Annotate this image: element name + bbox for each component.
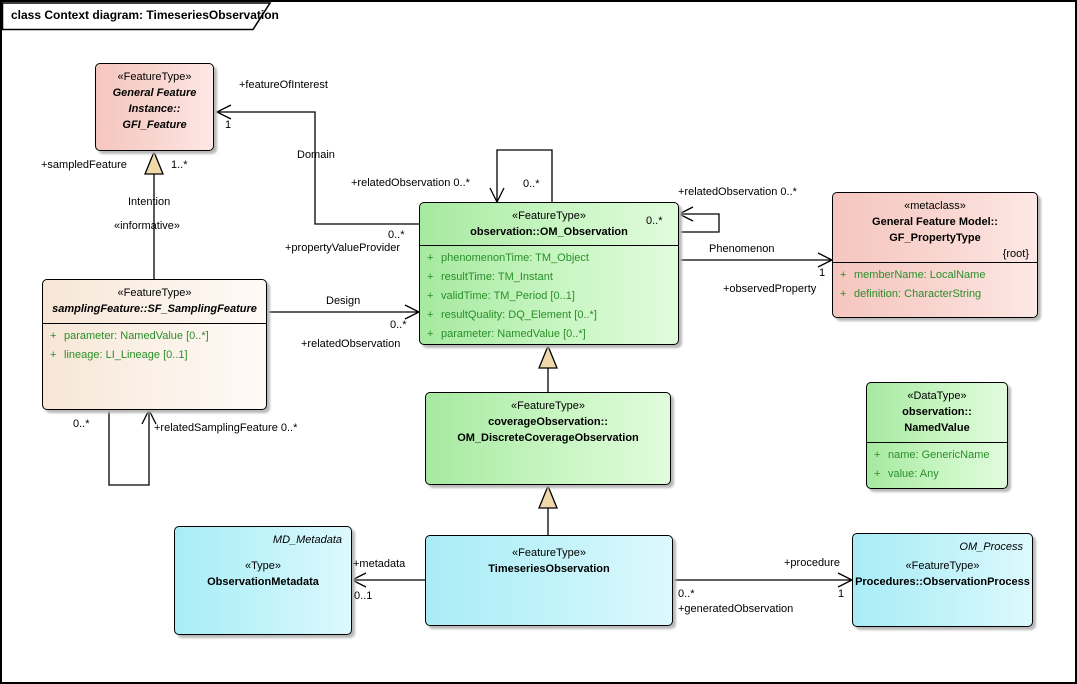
role-sampledfeature: +sampledFeature bbox=[41, 159, 127, 171]
class-name: TimeseriesObservation bbox=[488, 563, 610, 575]
featureofinterest-connector bbox=[215, 104, 419, 225]
mult-sampledfeature: 1..* bbox=[171, 159, 188, 171]
generalization-dco-om bbox=[538, 344, 558, 392]
class-name: OM_DiscreteCoverageObservation bbox=[457, 432, 639, 444]
stereotype-informative: «informative» bbox=[114, 220, 181, 232]
class-namedvalue[interactable]: «DataType» observation:: NamedValue + na… bbox=[866, 382, 1008, 489]
role-generatedobservation: +generatedObservation bbox=[678, 603, 794, 615]
class-name: NamedValue bbox=[904, 422, 970, 434]
attribute-compartment: + memberName: LocalName + definition: Ch… bbox=[833, 262, 1037, 304]
attribute-compartment: + name: GenericName + value: Any bbox=[867, 442, 1007, 484]
class-timeseriesobservation[interactable]: «FeatureType» TimeseriesObservation bbox=[425, 535, 673, 626]
role-procedure: +procedure bbox=[784, 557, 840, 569]
generalization-tso-dco bbox=[538, 484, 558, 535]
relatedsamplingfeature-self-loop bbox=[108, 408, 157, 486]
intention-connector bbox=[144, 150, 164, 279]
procedure-connector bbox=[673, 572, 854, 588]
class-sf-samplingfeature[interactable]: «FeatureType» samplingFeature::SF_Sampli… bbox=[42, 279, 267, 410]
mult-relatedobservation-top: 0..* bbox=[523, 178, 540, 190]
stereotype-label: «FeatureType» bbox=[512, 547, 586, 559]
attribute: + validTime: TM_Period [0..1] bbox=[427, 290, 575, 302]
relatedobservation-top-loop bbox=[489, 149, 553, 204]
parent-classifier-label: MD_Metadata bbox=[272, 534, 342, 546]
stereotype-label: «FeatureType» bbox=[512, 210, 586, 222]
role-relatedobservation-top: +relatedObservation 0..* bbox=[351, 177, 470, 189]
assoc-name-domain: Domain bbox=[297, 149, 335, 161]
mult-observedproperty: 1 bbox=[819, 267, 826, 279]
role-relatedsamplingfeature: +relatedSamplingFeature 0..* bbox=[154, 422, 298, 434]
assoc-name-intention: Intention bbox=[128, 196, 171, 208]
class-name: GFI_Feature bbox=[122, 119, 187, 131]
attribute: + name: GenericName bbox=[874, 449, 990, 461]
role-design-relatedobservation: +relatedObservation bbox=[301, 338, 401, 350]
class-om-observation[interactable]: «FeatureType» observation::OM_Observatio… bbox=[419, 202, 679, 345]
attribute: + value: Any bbox=[874, 468, 939, 480]
frame-title-tab bbox=[2, 2, 272, 31]
attribute: + definition: CharacterString bbox=[840, 288, 982, 300]
class-observationprocess[interactable]: OM_Process «FeatureType» Procedures::Obs… bbox=[852, 533, 1033, 627]
class-name: coverageObservation:: bbox=[488, 416, 608, 428]
attribute-compartment: + phenomenonTime: TM_Object + resultTime… bbox=[420, 245, 678, 344]
mult-metadata: 0..1 bbox=[354, 590, 373, 602]
role-observedproperty: +observedProperty bbox=[723, 283, 817, 295]
role-featureofinterest: +featureOfInterest bbox=[239, 79, 328, 91]
stereotype-label: «FeatureType» bbox=[905, 560, 980, 572]
class-name: ObservationMetadata bbox=[207, 576, 319, 588]
parent-classifier-label: OM_Process bbox=[959, 541, 1023, 553]
root-tag: {root} bbox=[1002, 248, 1029, 260]
mult-relatedsamplingfeature-source: 0..* bbox=[73, 418, 90, 430]
attribute: + resultQuality: DQ_Element [0..*] bbox=[427, 309, 597, 321]
class-name: General Feature Model:: bbox=[872, 216, 998, 228]
mult-featureofinterest: 1 bbox=[225, 119, 232, 131]
class-observationmetadata[interactable]: MD_Metadata «Type» ObservationMetadata bbox=[174, 526, 352, 635]
stereotype-label: «FeatureType» bbox=[117, 287, 192, 299]
mult-relatedobservation-right: 0..* bbox=[646, 215, 663, 227]
role-propertyvalueprovider: +propertyValueProvider bbox=[285, 242, 401, 254]
class-name: observation::OM_Observation bbox=[470, 226, 628, 238]
attribute: + resultTime: TM_Instant bbox=[427, 271, 553, 283]
role-relatedobservation-right: +relatedObservation 0..* bbox=[678, 186, 797, 198]
stereotype-label: «DataType» bbox=[907, 390, 967, 402]
relatedobservation-right-loop bbox=[677, 206, 720, 233]
class-gf-propertytype[interactable]: «metaclass» General Feature Model:: GF_P… bbox=[832, 192, 1038, 318]
class-name: General Feature bbox=[112, 87, 197, 99]
attribute: + memberName: LocalName bbox=[840, 269, 986, 281]
mult-propertyvalueprovider: 0..* bbox=[388, 229, 405, 241]
assoc-name-design: Design bbox=[326, 295, 361, 307]
metadata-connector bbox=[350, 572, 425, 588]
class-om-discretecoverageobservation[interactable]: «FeatureType» coverageObservation:: OM_D… bbox=[425, 392, 671, 485]
attribute-compartment: + parameter: NamedValue [0..*] + lineage… bbox=[43, 323, 266, 365]
stereotype-label: «metaclass» bbox=[904, 200, 966, 212]
attribute: + parameter: NamedValue [0..*] bbox=[427, 328, 586, 340]
attribute: + lineage: LI_Lineage [0..1] bbox=[50, 349, 188, 361]
class-gfi-feature[interactable]: «FeatureType» General Feature Instance::… bbox=[95, 63, 214, 151]
attribute: + phenomenonTime: TM_Object bbox=[427, 252, 589, 264]
stereotype-label: «FeatureType» bbox=[117, 71, 192, 83]
mult-design-target: 0..* bbox=[390, 319, 407, 331]
stereotype-label: «FeatureType» bbox=[511, 400, 585, 412]
diagram-title: class Context diagram: TimeseriesObserva… bbox=[11, 8, 279, 22]
class-name: GF_PropertyType bbox=[889, 232, 981, 244]
class-name: observation:: bbox=[902, 406, 972, 418]
attribute: + parameter: NamedValue [0..*] bbox=[50, 330, 209, 342]
class-name: Procedures::ObservationProcess bbox=[855, 576, 1030, 588]
mult-generatedobservation: 0..* bbox=[678, 588, 695, 600]
mult-procedure: 1 bbox=[838, 588, 845, 600]
stereotype-label: «Type» bbox=[244, 560, 282, 572]
class-name: samplingFeature::SF_SamplingFeature bbox=[52, 303, 257, 315]
role-metadata: +metadata bbox=[353, 558, 406, 570]
class-name: Instance:: bbox=[128, 103, 181, 115]
assoc-name-phenomenon: Phenomenon bbox=[709, 243, 775, 255]
